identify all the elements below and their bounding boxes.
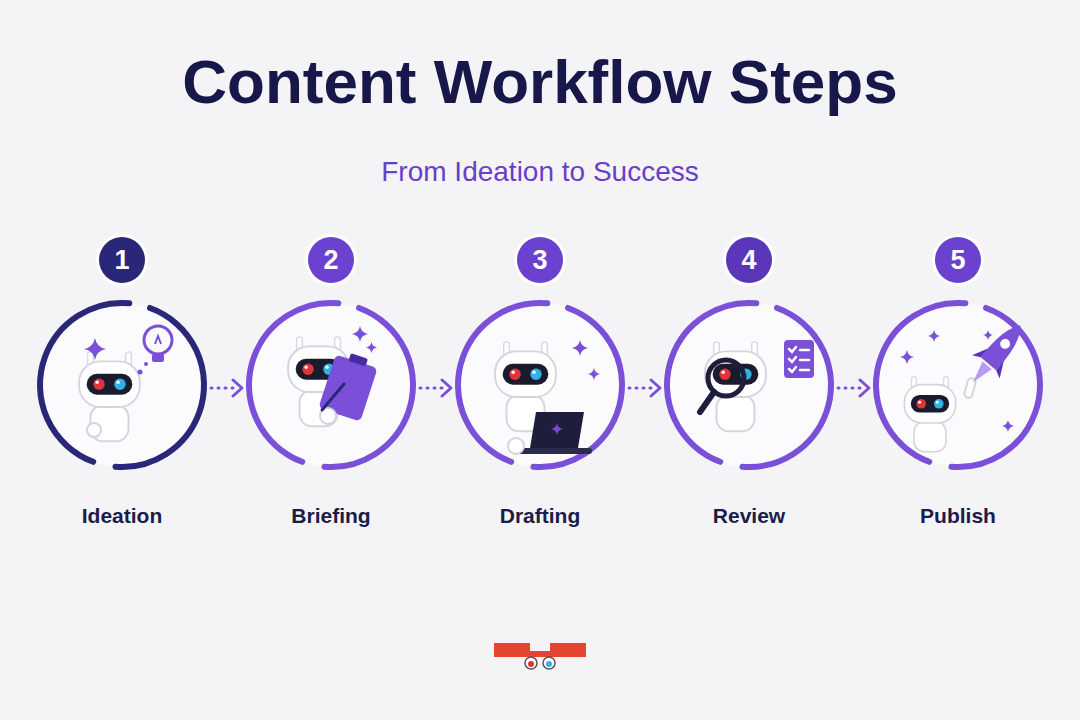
step-number-badge: 4 [726,237,772,283]
step-label: Ideation [82,504,163,528]
step-label: Review [713,504,785,528]
dotted-arrow [838,380,869,396]
dotted-arrow [420,380,451,396]
step-circle: 4Review [664,300,834,470]
step-number-badge: 5 [935,237,981,283]
step-label: Briefing [291,504,370,528]
step-circle: 1Ideation [37,300,207,470]
step-circle: 2Briefing [246,300,416,470]
dotted-arrow [629,380,660,396]
diagram-subtitle: From Ideation to Success [0,156,1080,188]
diagram-title: Content Workflow Steps [0,46,1080,117]
step-number-badge: 3 [517,237,563,283]
step-label: Publish [920,504,996,528]
step-circle: 5Publish [873,300,1043,470]
step-circle: 3Drafting [455,300,625,470]
step-number-badge: 2 [308,237,354,283]
dotted-arrow [211,380,242,396]
step-number-badge: 1 [99,237,145,283]
step-label: Drafting [500,504,581,528]
